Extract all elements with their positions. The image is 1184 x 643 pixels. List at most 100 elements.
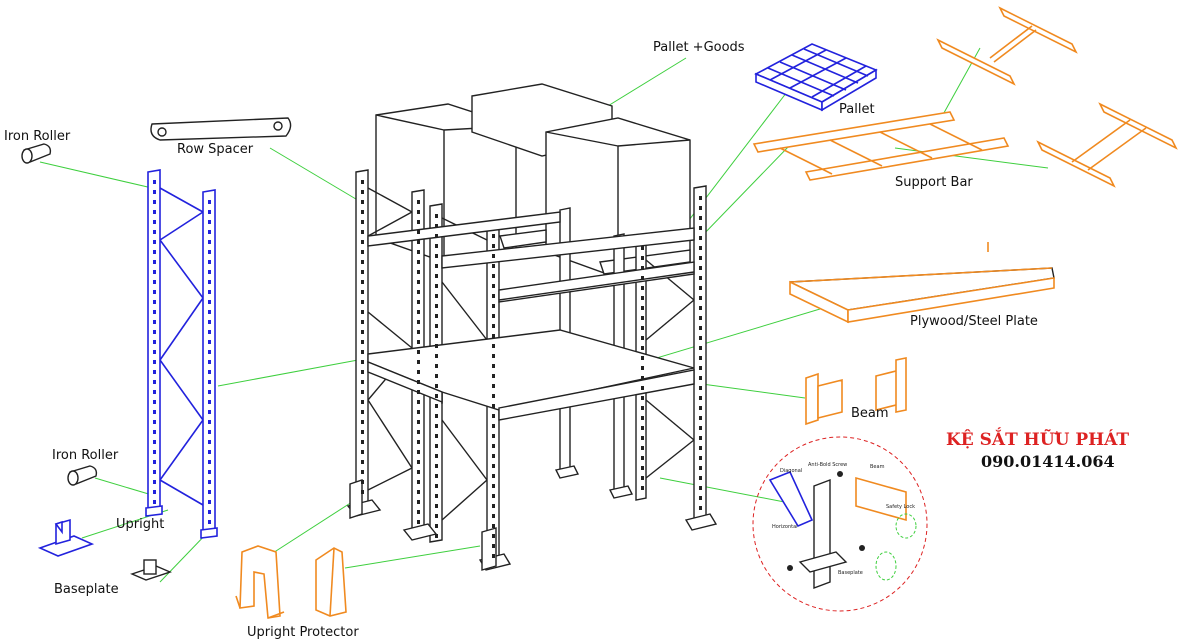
label-baseplate: Baseplate [54, 582, 119, 597]
upright-hole [492, 344, 495, 348]
label-pallet-goods: Pallet +Goods [653, 40, 745, 55]
upright-hole [361, 280, 364, 284]
upright-hole [153, 420, 156, 424]
row-spacer [150, 117, 292, 141]
upright-hole [417, 410, 420, 414]
detail-label-beam: Beam [870, 464, 885, 470]
upright-hole [208, 220, 211, 224]
upright-hole [153, 240, 156, 244]
upright-hole [208, 410, 211, 414]
upright-hole [208, 200, 211, 204]
upright-hole [699, 336, 702, 340]
label-pallet: Pallet [839, 102, 875, 117]
upright-hole [435, 224, 438, 228]
upright-hole [641, 346, 644, 350]
upright-hole [435, 534, 438, 538]
upright-hole [208, 420, 211, 424]
upright-hole [435, 504, 438, 508]
upright-hole [699, 376, 702, 380]
upright-hole [492, 504, 495, 508]
upright-hole [641, 396, 644, 400]
upright-hole [435, 464, 438, 468]
upright-hole [699, 486, 702, 490]
upright-hole [361, 340, 364, 344]
upright-hole [361, 240, 364, 244]
upright-hole [641, 316, 644, 320]
upright-hole [699, 296, 702, 300]
upright-hole [208, 490, 211, 494]
upright-hole [641, 436, 644, 440]
upright-hole [153, 350, 156, 354]
upright-hole [417, 280, 420, 284]
upright-hole [435, 214, 438, 218]
upright-hole [208, 450, 211, 454]
baseplate-large [37, 518, 95, 557]
upright-hole [208, 510, 211, 514]
upright-hole [417, 370, 420, 374]
upright-hole [699, 316, 702, 320]
upright-hole [153, 440, 156, 444]
upright-hole [699, 266, 702, 270]
upright-hole [641, 466, 644, 470]
upright-hole [417, 430, 420, 434]
upright-hole [153, 220, 156, 224]
upright-hole [492, 234, 495, 238]
upright-hole [492, 384, 495, 388]
upright-hole [208, 400, 211, 404]
upright-hole [153, 310, 156, 314]
upright-hole [492, 364, 495, 368]
upright-hole [417, 240, 420, 244]
upright-hole [361, 270, 364, 274]
upright-hole [641, 456, 644, 460]
upright-hole [208, 330, 211, 334]
upright-hole [153, 260, 156, 264]
upright-hole [699, 396, 702, 400]
upright-protector-right [315, 547, 347, 617]
upright-hole [153, 400, 156, 404]
upright-hole [435, 324, 438, 328]
upright-hole [208, 290, 211, 294]
upright-hole [492, 264, 495, 268]
upright-hole [699, 356, 702, 360]
upright-hole [361, 290, 364, 294]
upright-hole [153, 410, 156, 414]
iron-roller-bottom [67, 465, 98, 486]
upright-hole [699, 346, 702, 350]
upright-hole [208, 430, 211, 434]
upright-hole [417, 220, 420, 224]
upright-hole [361, 190, 364, 194]
upright-hole [641, 476, 644, 480]
upright-hole [361, 320, 364, 324]
upright-hole [153, 230, 156, 234]
upright-hole [699, 286, 702, 290]
upright-hole [435, 364, 438, 368]
upright-hole [361, 420, 364, 424]
upright-hole [208, 310, 211, 314]
upright-hole [208, 460, 211, 464]
brand-name: KỆ SẮT HỮU PHÁT [946, 427, 1129, 450]
upright-hole [435, 404, 438, 408]
upright-hole [435, 374, 438, 378]
upright-hole [492, 324, 495, 328]
label-support-bar: Support Bar [895, 175, 973, 190]
upright-hole [699, 256, 702, 260]
upright-hole [361, 440, 364, 444]
upright-hole [153, 450, 156, 454]
upright-hole [208, 360, 211, 364]
label-iron-roller-top: Iron Roller [4, 129, 71, 144]
upright-hole [699, 406, 702, 410]
upright-hole [153, 280, 156, 284]
upright-hole [208, 390, 211, 394]
upright-hole [417, 490, 420, 494]
upright-hole [641, 326, 644, 330]
upright-hole [492, 404, 495, 408]
upright-hole [417, 400, 420, 404]
upright-hole [641, 366, 644, 370]
upright-hole [208, 260, 211, 264]
upright-hole [641, 266, 644, 270]
upright-hole [492, 554, 495, 558]
upright-hole [699, 496, 702, 500]
upright-hole [361, 370, 364, 374]
upright-hole [417, 310, 420, 314]
upright-hole [435, 284, 438, 288]
